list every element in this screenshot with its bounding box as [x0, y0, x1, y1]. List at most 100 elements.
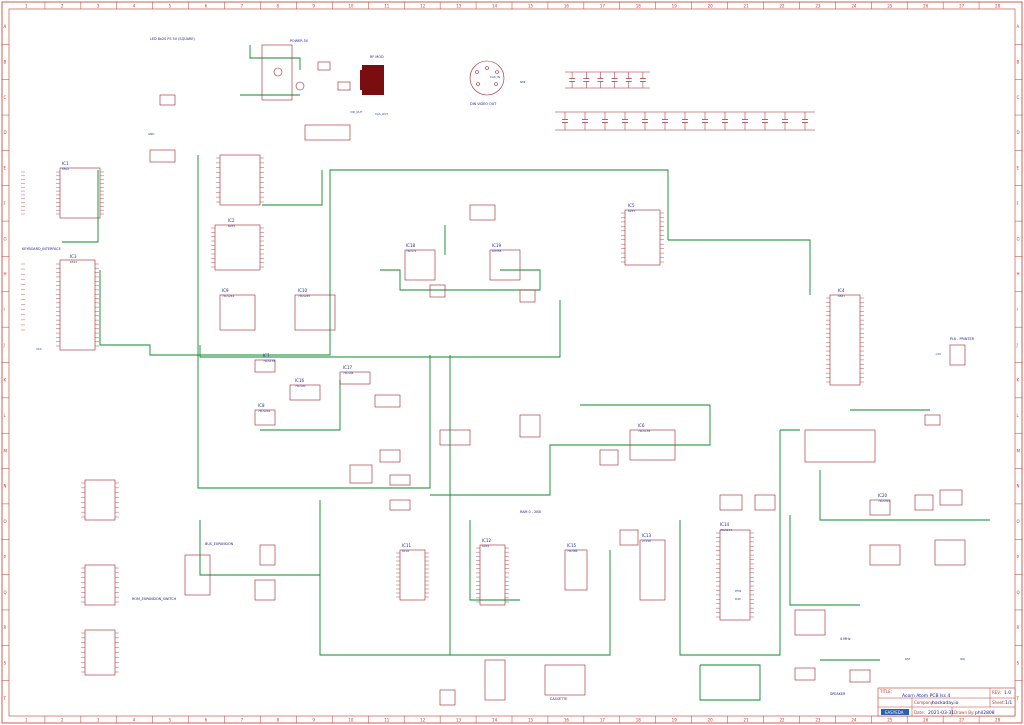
column-label: 19 [672, 718, 678, 723]
column-label: 7 [241, 4, 244, 9]
company-value: hackaday.io [932, 700, 959, 706]
component-part: 6847 [838, 294, 845, 298]
column-label: 6 [205, 4, 208, 9]
column-label: 9 [312, 4, 315, 9]
note-ram: RAM 0 - 2KB [520, 510, 541, 514]
column-label: 11 [384, 4, 390, 9]
row-label: H [4, 272, 7, 277]
component-ref: IC4 [838, 288, 845, 293]
note-bus: BUS_EXPANSION [205, 542, 234, 546]
column-label: 28 [995, 4, 1001, 9]
component-ref: IC20 [878, 493, 888, 498]
column-label: 14 [492, 718, 498, 723]
column-label: 2 [61, 718, 64, 723]
column-label: 20 [708, 4, 714, 9]
column-label: 23 [815, 4, 821, 9]
row-label: L [4, 413, 7, 418]
row-label: G [4, 236, 7, 241]
column-label: 23 [815, 718, 821, 723]
title-label: TITLE: [879, 689, 892, 694]
column-label: 3 [97, 718, 100, 723]
row-label: M [4, 448, 8, 453]
component-ref: IC10 [298, 288, 308, 293]
row-label: Q [4, 590, 7, 595]
component-ref: IC8 [258, 403, 265, 408]
column-label: 12 [420, 4, 426, 9]
component-ref: IC7 [263, 353, 270, 358]
row-label: R [1017, 625, 1020, 630]
row-label: K [4, 378, 7, 383]
note-clock: 4 MHz [840, 637, 851, 641]
component-labels: IC16502IC28255IC36522IC46847IC58255IC674… [62, 161, 890, 553]
column-label: 21 [744, 718, 750, 723]
decoupling-capacitor-rails [555, 71, 815, 131]
column-label: 25 [887, 4, 893, 9]
component-ref: IC14 [720, 522, 730, 527]
rf-modulator [362, 65, 384, 95]
net-label: NMI [520, 80, 526, 84]
sheet-label: Sheet: [992, 700, 1005, 705]
row-label: A [4, 24, 7, 29]
net-label: CAS_IN [490, 75, 500, 79]
capacitor-bank-a [569, 72, 646, 88]
component-part: 74LS74 [406, 249, 417, 253]
column-label: 22 [779, 4, 785, 9]
column-label: 6 [205, 718, 208, 723]
row-label: Q [1017, 590, 1020, 595]
column-label: 1 [25, 718, 28, 723]
row-label: F [4, 201, 7, 206]
column-label: 24 [851, 718, 857, 723]
net-label: VID_OUT [350, 110, 363, 114]
note-cassette: CASSETTE [550, 697, 567, 701]
column-label: 10 [348, 718, 354, 723]
component-part: 27256 [642, 539, 651, 543]
note-rf: RF MOD [370, 55, 384, 59]
note-rom-switch: ROM_EXPANSION_SWITCH [132, 597, 177, 601]
row-label: P [4, 554, 7, 559]
column-label: 19 [672, 4, 678, 9]
column-label: 22 [779, 718, 785, 723]
component-ref: IC12 [482, 538, 492, 543]
rev-label: REV: [992, 690, 1001, 695]
note-keyboard: KEYBOARD_INTERFACE [22, 247, 61, 251]
capacitor-bank-b [562, 112, 808, 130]
company-label: Company: [914, 700, 934, 705]
column-label: 2 [61, 4, 64, 9]
column-label: 8 [276, 4, 279, 9]
column-label: 13 [456, 718, 462, 723]
row-label: A [1017, 24, 1020, 29]
row-label: S [1017, 660, 1020, 665]
row-label: I [1017, 307, 1018, 312]
row-label: T [1016, 696, 1020, 701]
net-label: RST [905, 657, 911, 661]
component-part: 74LS86 [567, 549, 578, 553]
row-label: G [1017, 236, 1020, 241]
component-ref: IC9 [222, 288, 229, 293]
component-ref: IC11 [402, 543, 412, 548]
column-label: 12 [420, 718, 426, 723]
row-label: B [1017, 60, 1020, 65]
component-ref: IC16 [295, 378, 305, 383]
note-din: DIN VIDEO OUT [470, 102, 497, 106]
component-part: 74LS244 [258, 409, 270, 413]
note-speaker: SPEAKER [830, 692, 846, 696]
component-part: 74LS244 [222, 294, 234, 298]
column-label: 15 [528, 4, 534, 9]
row-label: N [4, 484, 7, 489]
rev-value: 1.0 [1004, 690, 1011, 696]
component-ref: IC19 [492, 243, 502, 248]
column-label: 7 [241, 718, 244, 723]
component-part: 74LS174 [720, 528, 732, 532]
component-part: 74LS393 [878, 499, 890, 503]
component-ref: IC18 [406, 243, 416, 248]
row-label: D [1017, 130, 1020, 135]
row-label: E [1017, 166, 1020, 171]
chip-bodies [59, 94, 966, 706]
component-part: 74LS138 [263, 359, 275, 363]
easyeda-logo-text: EASYEDA [885, 710, 904, 715]
row-label: J [3, 342, 5, 347]
bus-wires [62, 45, 990, 701]
pin-headers [21, 157, 864, 673]
